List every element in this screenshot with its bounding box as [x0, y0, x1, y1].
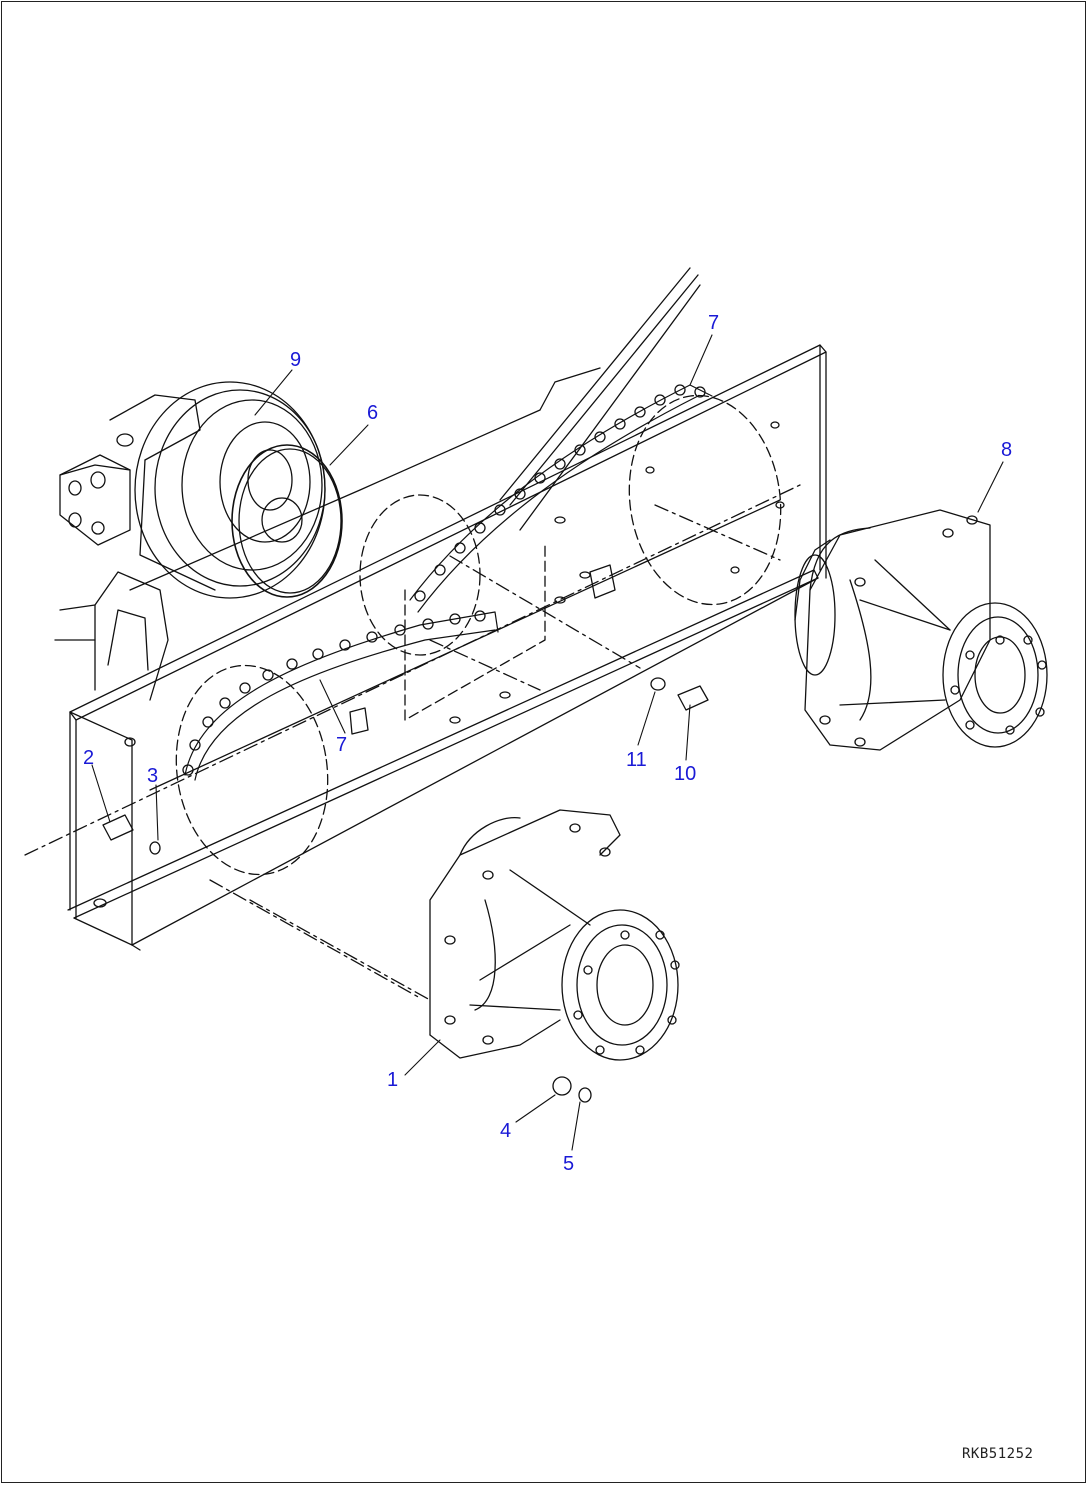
- drive-chain-lower: [184, 611, 499, 781]
- callout-2: 2: [83, 747, 95, 769]
- assembly-lines: [24, 484, 801, 1001]
- o-ring: [231, 444, 343, 598]
- chain-case-frame: [54, 344, 827, 951]
- drive-chain-lower-links: [182, 610, 486, 776]
- callout-11: 11: [626, 749, 647, 771]
- frame-openings: [175, 394, 782, 876]
- callout-1: 1: [387, 1069, 399, 1091]
- axle-housing-left: [429, 809, 680, 1061]
- axle-housing-right: [794, 509, 1048, 751]
- drive-chain-upper: [409, 384, 713, 613]
- upper-guide-lines: [499, 267, 701, 531]
- callout-10: 10: [674, 763, 697, 785]
- hydraulic-motor: [59, 381, 326, 599]
- callout-8: 8: [1001, 439, 1013, 461]
- drawing-code: RKB51252: [962, 1446, 1034, 1462]
- callout-7: 7: [708, 312, 720, 334]
- drive-chain-upper-links: [414, 384, 706, 602]
- callout-6: 6: [367, 402, 379, 424]
- callout-leaders: [91, 334, 1004, 1151]
- callout-9: 9: [290, 349, 302, 371]
- callout-5: 5: [563, 1153, 575, 1175]
- callout-4: 4: [500, 1120, 512, 1142]
- callout-7-lower: 7: [336, 734, 348, 756]
- fasteners: [102, 677, 709, 1103]
- callout-3: 3: [147, 765, 159, 787]
